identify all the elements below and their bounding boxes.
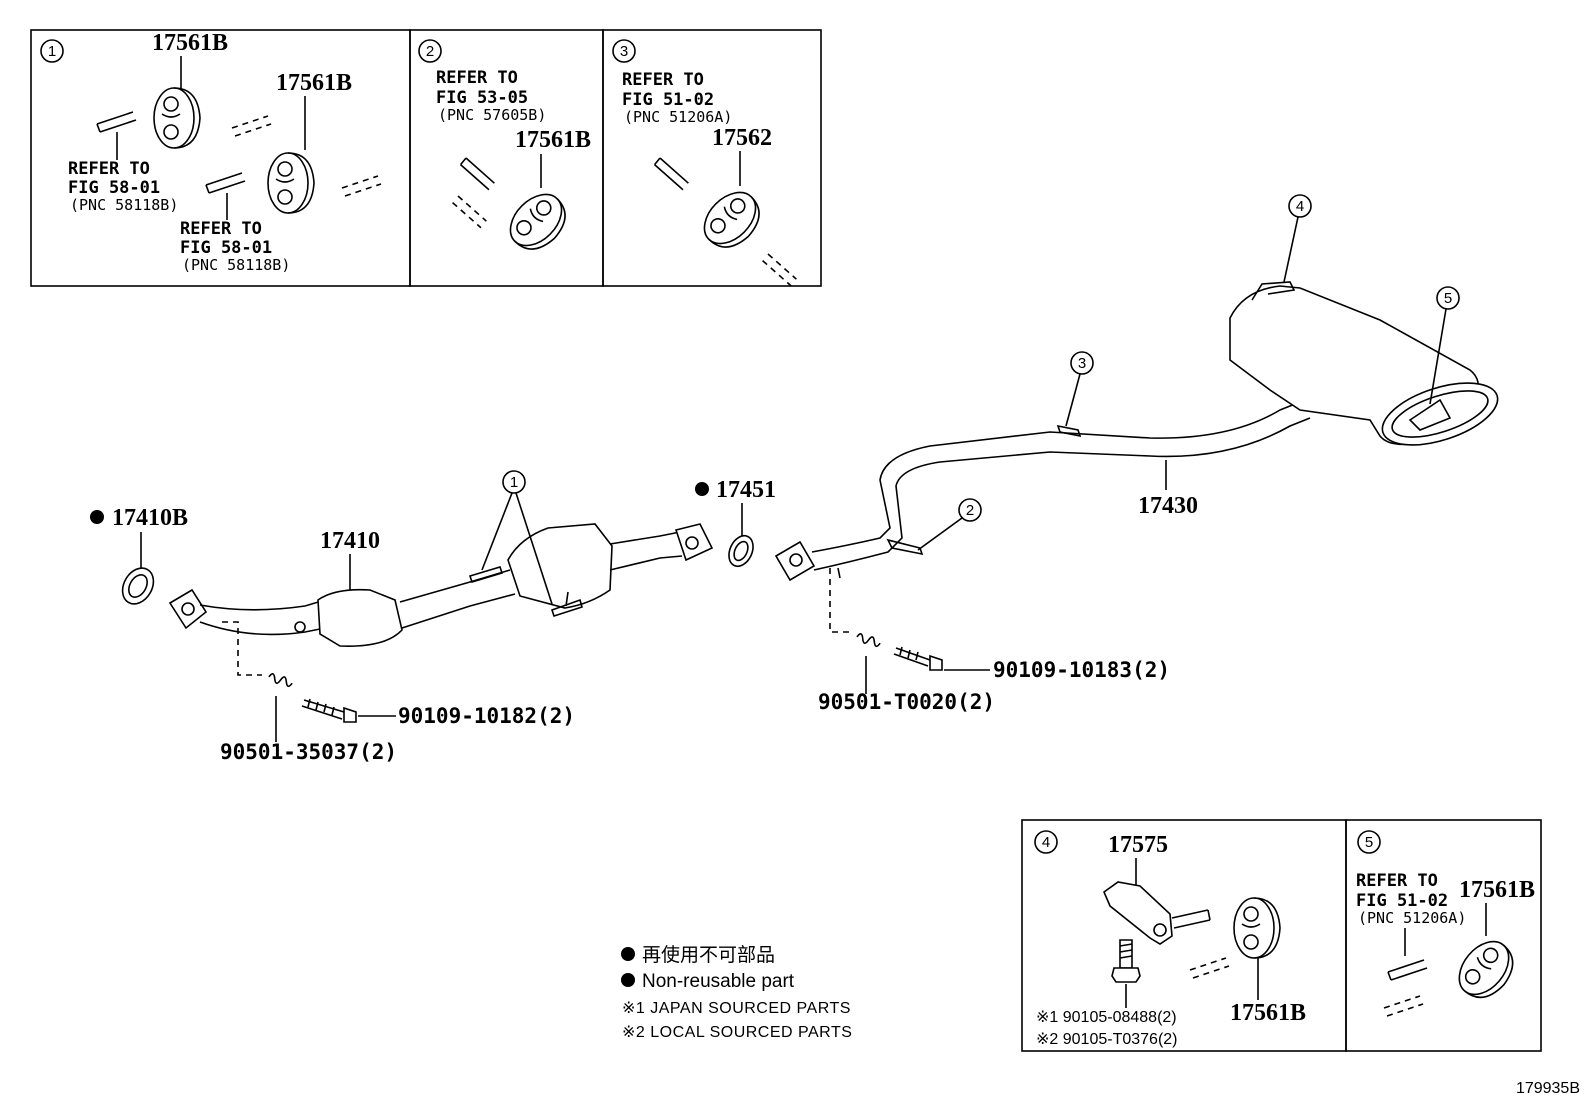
panel-number: 3 <box>620 43 628 60</box>
callout-1: 1 <box>481 470 553 605</box>
rod-part <box>1387 959 1428 981</box>
rod-part <box>652 151 691 197</box>
panel-4: 4 17575 ※1 90105-08488(2) ※2 90105-T0376… <box>1021 819 1347 1052</box>
part-number-hanger: 17561B <box>1459 877 1535 903</box>
legend-note-local: ※2 LOCAL SOURCED PARTS <box>622 1024 852 1041</box>
callout-circle <box>1034 830 1058 854</box>
exhaust-hanger-part <box>1233 897 1281 959</box>
svg-text:3: 3 <box>1078 355 1086 372</box>
part-number-spring-front: 90501-35037(2) <box>220 740 397 764</box>
part-number-hanger: 17561B <box>152 30 228 56</box>
callout-circle <box>418 39 442 63</box>
refer-to-label: REFER TO <box>180 219 262 239</box>
refer-to-label: REFER TO <box>68 159 150 179</box>
bolt-part <box>1111 939 1141 983</box>
refer-fig-label: FIG 58-01 <box>68 178 160 198</box>
non-reusable-dot-icon <box>621 973 635 987</box>
legend-jp: 再使用不可部品 <box>642 944 775 966</box>
tail-pipe-assembly: 17430 <box>774 281 1499 633</box>
svg-text:2: 2 <box>966 502 974 519</box>
legend: 再使用不可部品 Non-reusable part ※1 JAPAN SOURC… <box>621 944 852 1041</box>
non-reusable-dot-icon <box>621 947 635 961</box>
part-number-gasket-front: 17410B <box>112 505 188 531</box>
part-number-front-pipe: 17410 <box>320 528 380 554</box>
refer-pnc-label: (PNC 51206A) <box>624 108 732 126</box>
part-number-gasket-center: 17451 <box>716 477 776 503</box>
exhaust-hanger-part <box>1448 931 1525 1009</box>
callout-3: 3 <box>1065 351 1094 427</box>
exhaust-hanger-part <box>153 87 201 149</box>
part-number-bolt-rear: 90109-10183(2) <box>993 658 1170 682</box>
front-gasket: 17410B <box>90 505 188 605</box>
panel-5: 5 REFER TO FIG 51-02 (PNC 51206A) 17561B <box>1345 819 1542 1052</box>
rear-spring-bolt: 90501-T0020(2) 90109-10183(2) <box>818 633 1170 714</box>
rod-part <box>96 111 137 133</box>
figure-code: 179935B <box>1516 1080 1580 1097</box>
part-number-hanger: 17561B <box>276 70 352 96</box>
part-number-spring-rear: 90501-T0020(2) <box>818 690 995 714</box>
refer-pnc-label: (PNC 58118B) <box>182 256 290 274</box>
panel-number: 1 <box>48 43 56 60</box>
center-gasket: 17451 <box>695 477 776 568</box>
non-reusable-dot-icon <box>695 482 709 496</box>
refer-to-label: REFER TO <box>436 68 518 88</box>
panel-3: 3 REFER TO FIG 51-02 (PNC 51206A) 17562 <box>602 29 822 293</box>
refer-fig-label: FIG 51-02 <box>622 90 714 110</box>
legend-note-japan: ※1 JAPAN SOURCED PARTS <box>622 1000 851 1017</box>
callout-2: 2 <box>917 498 982 551</box>
panel-number: 5 <box>1365 834 1373 851</box>
panel-number: 4 <box>1042 834 1050 851</box>
refer-pnc-label: (PNC 58118B) <box>70 196 178 214</box>
part-number-bracket: 17575 <box>1108 832 1168 858</box>
callout-4: 4 <box>1283 194 1312 283</box>
panel-2: 2 REFER TO FIG 53-05 (PNC 57605B) 17561B <box>409 29 604 287</box>
bolt-part-number-2: ※2 90105-T0376(2) <box>1036 1031 1178 1048</box>
callout-circle <box>1357 830 1381 854</box>
part-number-hanger: 17561B <box>1230 1000 1306 1026</box>
bolt-part-number-1: ※1 90105-08488(2) <box>1036 1009 1177 1026</box>
refer-to-label: REFER TO <box>1356 871 1438 891</box>
part-number-hanger: 17562 <box>712 125 772 151</box>
callout-5: 5 <box>1429 286 1460 405</box>
callout-circle <box>40 39 64 63</box>
exhaust-hanger-part <box>499 183 577 261</box>
legend-en: Non-reusable part <box>642 971 795 992</box>
exhaust-hanger-part <box>267 152 315 214</box>
refer-fig-label: FIG 53-05 <box>436 88 528 108</box>
callout-circle <box>612 39 636 63</box>
rod-part-dashed <box>341 175 382 197</box>
part-number-tail-pipe: 17430 <box>1138 493 1198 519</box>
refer-to-label: REFER TO <box>622 70 704 90</box>
rod-part-dashed <box>1383 995 1424 1017</box>
svg-text:1: 1 <box>510 474 518 491</box>
refer-fig-label: FIG 51-02 <box>1356 891 1448 911</box>
rod-part <box>458 151 497 197</box>
refer-pnc-label: (PNC 51206A) <box>1358 909 1466 927</box>
part-number-bolt-front: 90109-10182(2) <box>398 704 575 728</box>
part-number-hanger: 17561B <box>515 127 591 153</box>
svg-text:5: 5 <box>1444 290 1452 307</box>
rod-part <box>205 172 246 194</box>
front-spring-bolt: 90501-35037(2) 90109-10182(2) <box>220 673 575 764</box>
rod-part-dashed <box>231 115 272 137</box>
bracket-part <box>1103 881 1173 945</box>
exhaust-hanger-part <box>693 181 771 259</box>
refer-fig-label: FIG 58-01 <box>180 238 272 258</box>
panel-number: 2 <box>426 43 434 60</box>
panel-1: 1 17561B 17561B REFER TO FIG 58-01 (PNC … <box>30 29 411 287</box>
svg-text:4: 4 <box>1296 198 1304 215</box>
rod-part-dashed <box>1189 957 1230 979</box>
rod-part-dashed <box>450 189 489 235</box>
front-pipe-assembly: 17410 <box>168 523 714 676</box>
non-reusable-dot-icon <box>90 510 104 524</box>
refer-pnc-label: (PNC 57605B) <box>438 106 546 124</box>
